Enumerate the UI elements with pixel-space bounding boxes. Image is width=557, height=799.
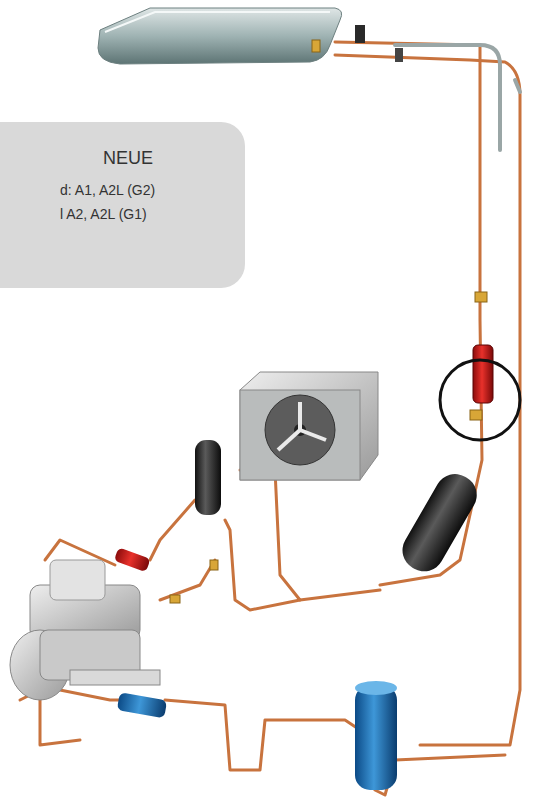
label-line: l A2, A2L (G1) xyxy=(60,206,147,222)
label-heading: NEUE xyxy=(103,148,153,169)
label-line: d: A1, A2L (G2) xyxy=(60,182,155,198)
info-panel: NEUE d: A1, A2L (G2) l A2, A2L (G1) xyxy=(0,122,245,288)
